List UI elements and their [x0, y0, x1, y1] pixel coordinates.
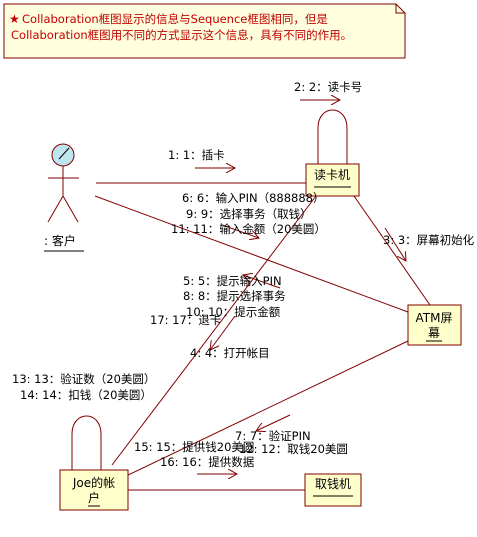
object-cash-dispenser[interactable]: 取钱机: [304, 473, 362, 507]
msg-4-label: 4: 4：打开帐目: [190, 346, 270, 360]
msg-14-label: 14: 14：扣钱（20美圆）: [20, 388, 152, 402]
note-star-icon: ★: [9, 12, 20, 26]
atm-screen-label-line-1: ATM屏: [416, 311, 453, 325]
actor-head-mark: [58, 147, 70, 160]
msg-1-label: 1: 1：插卡: [168, 148, 225, 162]
note-text-line-1: Collaboration框图显示的信息与Sequence框图相同，但是: [22, 12, 328, 26]
arrow-msg-5-8-10: [243, 275, 281, 289]
note: ★ Collaboration框图显示的信息与Sequence框图相同，但是 C…: [3, 3, 406, 59]
object-atm-screen[interactable]: ATM屏 幕: [407, 304, 462, 346]
actor-label: : 客户: [44, 233, 76, 248]
msg-5-label: 5: 5：提示输入PIN: [183, 274, 282, 288]
note-text-line-2: Collaboration框图用不同的方式显示这个信息，具有不同的作用。: [11, 28, 352, 42]
card-reader-label: 读卡机: [314, 168, 350, 182]
msg-7-label: 7: 7：验证PIN: [235, 429, 311, 443]
cash-dispenser-label: 取钱机: [315, 476, 351, 491]
msg-17-label: 17: 17：退卡: [150, 313, 221, 327]
arrow-msg-6-9-11: [221, 224, 259, 238]
note-box: [3, 3, 406, 59]
object-card-reader[interactable]: 读卡机: [305, 163, 360, 197]
note-folded-corner: [395, 4, 405, 14]
arrow-msg-4-17: [210, 315, 236, 350]
msg-11-label: 11: 11：输入金额（20美圆）: [171, 222, 326, 236]
self-link-joe-account: [71, 415, 102, 470]
msg-9-label: 9: 9：选择事务（取钱）: [186, 207, 312, 221]
actor-figure: [47, 166, 79, 223]
arrow-msg-7-12: [256, 414, 291, 431]
links: [71, 109, 431, 491]
arrow-msg-3: [384, 227, 406, 261]
link-atm-screen-joe-account: [121, 339, 411, 479]
object-joe-account[interactable]: Joe的帐 户: [59, 469, 129, 511]
link-actor-atm-screen: [94, 195, 409, 313]
joe-account-label-line-2: 户: [88, 490, 100, 505]
msg-3-label: 3: 3：屏幕初始化: [383, 233, 475, 247]
self-link-card-reader: [317, 109, 348, 164]
message-arrows: [195, 100, 406, 474]
msg-15-label: 15: 15：提供钱20美圆: [134, 440, 254, 454]
msg-16-label: 16: 16：提供数据: [160, 455, 255, 469]
msg-12-label: 12: 12：取钱20美圆: [239, 442, 348, 456]
message-labels: 2: 2：读卡号 1: 1：插卡 6: 6：输入PIN（888888） 9: 9…: [12, 80, 475, 469]
link-card-reader-atm-screen: [353, 195, 431, 306]
link-card-reader-joe-account: [111, 195, 317, 466]
msg-13-label: 13: 13：验证数（20美圆）: [12, 372, 155, 386]
actor-customer[interactable]: : 客户: [44, 143, 84, 252]
msg-2-label: 2: 2：读卡号: [294, 80, 362, 94]
msg-6-label: 6: 6：输入PIN（888888）: [182, 191, 325, 205]
msg-10-label: 10: 10：提示金额: [186, 305, 281, 319]
msg-8-label: 8: 8：提示选择事务: [183, 289, 286, 303]
joe-account-label-line-1: Joe的帐: [72, 475, 115, 490]
atm-screen-label-line-2: 幕: [428, 326, 440, 340]
